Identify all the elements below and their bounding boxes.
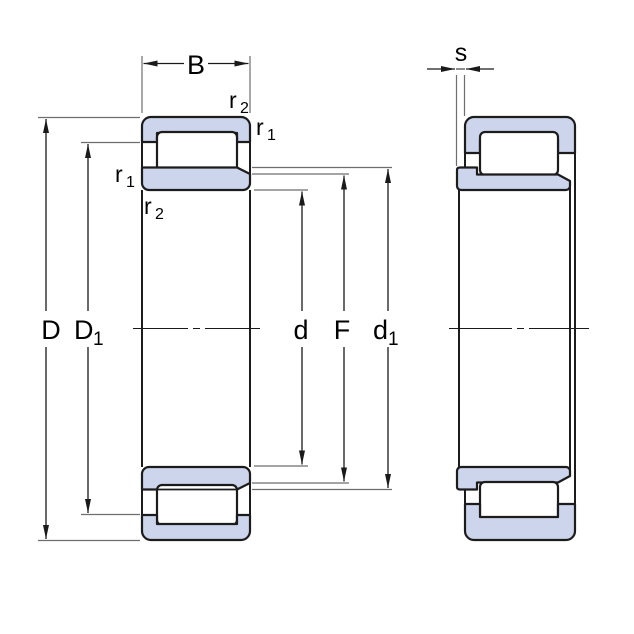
label-D1: D [74, 315, 94, 345]
label-F: F [334, 315, 351, 345]
label-r2-top-sub: 2 [240, 100, 249, 117]
roller-top-right [478, 130, 560, 177]
label-r2-top: r [229, 87, 237, 113]
label-r1-left-sub: 1 [126, 174, 135, 191]
label-D1-sub: 1 [93, 329, 104, 350]
side-face-lines-top [141, 141, 251, 175]
label-r1-top-right-sub: 1 [267, 127, 276, 144]
label-d1: d [373, 315, 388, 345]
label-r1-left: r [115, 161, 123, 187]
label-B: B [187, 50, 205, 80]
inner-ring-bottom-section [140, 465, 252, 491]
label-r2-left: r [144, 193, 152, 219]
label-s: s [455, 39, 468, 67]
outer-ring-bottom-section-right [463, 502, 577, 542]
left-view-cross-section [133, 115, 261, 542]
right-view-cross-section [449, 115, 589, 542]
inner-ring-top-section [140, 166, 252, 192]
extension-lines [38, 56, 466, 542]
label-D: D [41, 315, 61, 345]
label-d: d [293, 315, 308, 345]
side-face-lines-bottom [141, 482, 251, 516]
outer-ring-bottom-section [140, 513, 252, 542]
dimension-lines [43, 60, 494, 539]
dimension-labels: B r 2 r 1 r 1 r 2 D D 1 d F d 1 s [41, 39, 467, 350]
label-r2-left-sub: 2 [155, 206, 164, 223]
roller-bottom [155, 483, 239, 527]
roller-top [155, 130, 239, 174]
label-d1-sub: 1 [388, 329, 399, 350]
label-r1-top-right: r [256, 114, 264, 140]
